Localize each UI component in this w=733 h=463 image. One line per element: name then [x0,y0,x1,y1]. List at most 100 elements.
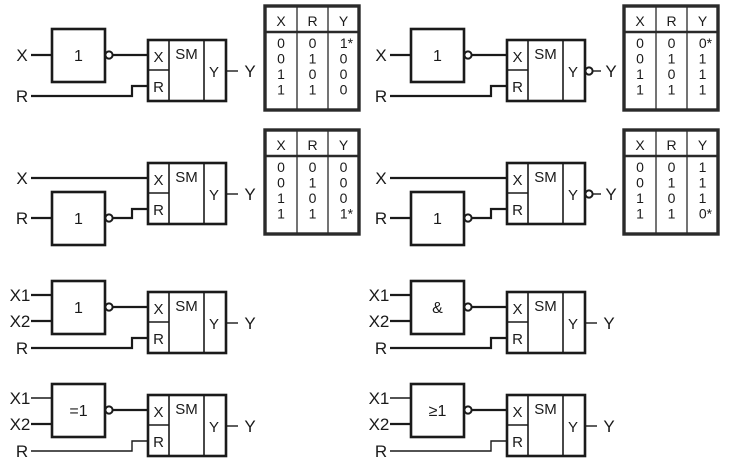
table-cell: 1 [277,206,285,222]
table-cell: 0 [340,82,348,98]
table-row: 1 0 1 [636,66,707,82]
sm-title: SM [175,46,198,63]
gate-box [409,279,466,336]
table-cell: 1 [668,175,676,191]
input-label-x: X [16,46,27,65]
sm-title: SM [175,169,198,186]
table-cell: 0* [699,35,713,51]
sm-set-label: X [153,301,163,318]
table-cell: 0 [668,66,676,82]
table-header-cell: Y [698,137,708,153]
input-label-x: X [375,169,386,188]
table-cell: 0 [636,159,644,175]
table-cell: 0 [668,159,676,175]
table-cell: 1 [699,82,707,98]
table-cell: 1 [277,82,285,98]
gate-symbol: ≥1 [429,403,447,420]
wire-r [31,84,148,98]
sm-output-label: Y [568,187,578,204]
wire-r [31,336,148,350]
sm-set-label: X [512,301,522,318]
output-label-y: Y [244,417,255,436]
table-header-cell: Y [698,13,708,29]
sm-title: SM [534,169,557,186]
table-cell: 1 [699,66,707,82]
inversion-bubble-icon [104,405,114,415]
logic-gate: 1 [50,27,114,84]
sm-reset-label: R [153,331,164,348]
table-cell: 1 [699,190,707,206]
sm-title: SM [534,46,557,63]
table-cell: 0 [340,175,348,191]
logic-gate: 1 [50,190,114,247]
truth-table-frame [263,4,361,112]
table-cell: 0 [636,51,644,67]
input-label-x: X [375,46,386,65]
sm-reset-label: R [512,331,523,348]
table-header-cell: X [635,13,645,29]
truth-table-frame [263,128,361,236]
truth-table-frame [622,128,720,236]
wire-r [390,336,507,350]
input-label-x2: X2 [369,312,390,331]
output-inversion-bubble-icon [584,189,594,199]
inversion-bubble-icon [463,405,473,415]
table-cell: 0 [636,35,644,51]
table-header-cell: R [307,137,317,153]
sm-title: SM [534,401,557,418]
table-cell: 1 [309,51,317,67]
sm-reset-label: R [512,79,523,96]
table-header-cell: R [666,137,676,153]
sm-output-label: Y [568,419,578,436]
table-cell: 0 [309,66,317,82]
table-cell: 1 [636,206,644,222]
sm-reset-label: R [512,202,523,219]
sm-output-label: Y [568,64,578,81]
wire-r [31,440,148,452]
sm-set-label: X [512,49,522,66]
logic-gate: 1 [409,27,473,84]
output-label-y: Y [603,314,614,333]
table-cell: 0 [277,175,285,191]
input-label-r: R [16,339,28,358]
table-cell: 0 [340,159,348,175]
output-label-y: Y [244,314,255,333]
sm-set-label: X [153,172,163,189]
logic-gate: & [409,279,473,336]
sm-title: SM [534,298,557,315]
input-label-x2: X2 [369,415,390,434]
table-cell: 1 [277,66,285,82]
sm-reset-label: R [512,434,523,451]
table-header-cell: X [635,137,645,153]
input-label-x2: X2 [10,415,31,434]
sm-set-label: X [153,49,163,66]
table-header-cell: R [666,13,676,29]
gate-symbol: & [432,300,443,317]
table-cell: 0 [277,35,285,51]
table-cell: 0 [668,35,676,51]
table-cell: 0 [340,190,348,206]
input-label-x1: X1 [10,389,31,408]
wire-gate-to-sm [472,207,507,220]
table-cell: 1 [699,51,707,67]
sm-title: SM [175,401,198,418]
sm-output-label: Y [209,64,219,81]
input-label-x1: X1 [369,389,390,408]
logic-gate: 1 [50,279,114,336]
gate-box [50,27,107,84]
inversion-bubble-icon [104,302,114,312]
table-cell: 1 [636,66,644,82]
table-cell: 1 [636,190,644,206]
table-cell: 0 [636,175,644,191]
